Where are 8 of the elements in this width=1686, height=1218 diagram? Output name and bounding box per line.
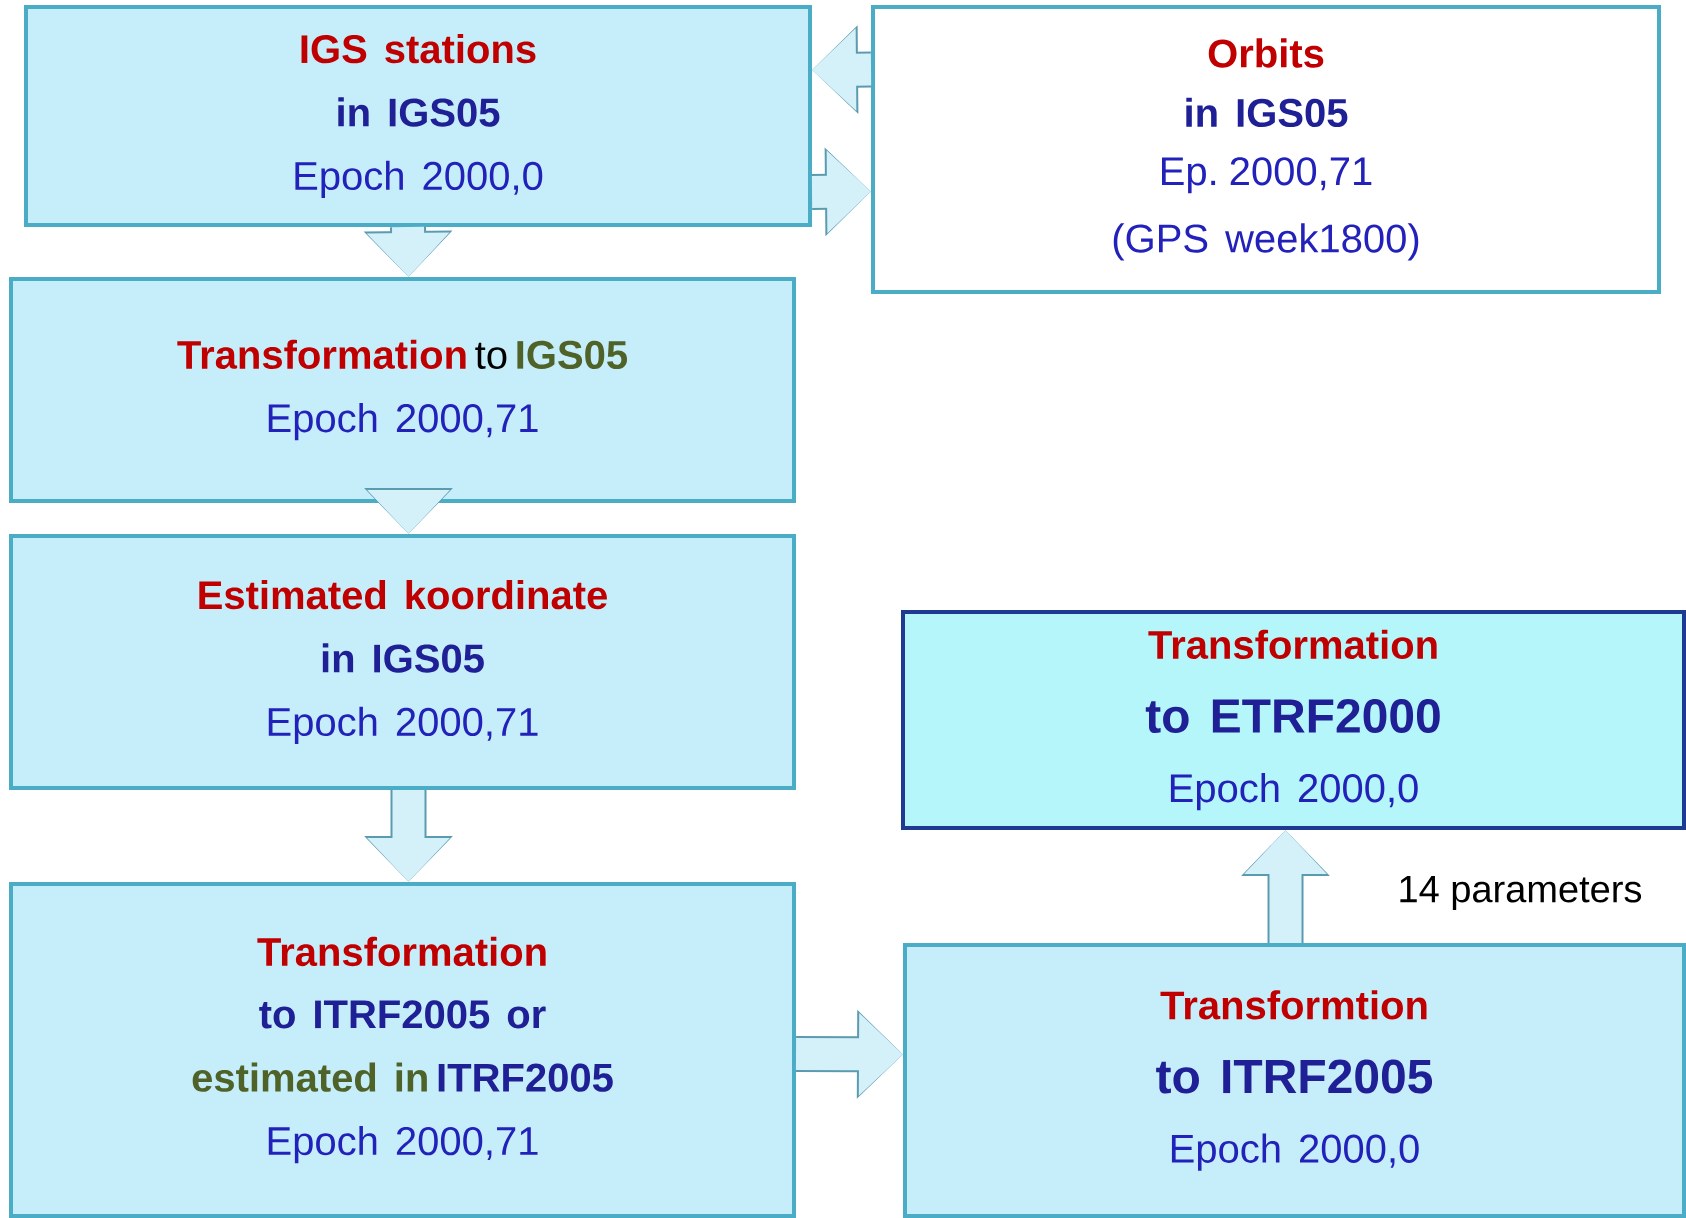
edge-label: 14 parameters — [1395, 874, 1645, 912]
process-box: Transformtion to ITRF2005 Epoch 2000,0 — [903, 943, 1686, 1218]
process-box: Transformation to ETRF2000 Epoch 2000,0 — [901, 610, 1686, 830]
process-box: Transformation to ITRF2005 or estimated in ITRF2005 Epoch 2000,71 — [9, 882, 796, 1218]
process-box: Orbits in IGS05 Ep. 2000,71 (GPS week1800) — [871, 5, 1661, 294]
process-box: IGS stations in IGS05 Epoch 2000,0 — [24, 5, 812, 227]
process-box: Estimated koordinate in IGS05 Epoch 2000,71 — [9, 534, 796, 790]
process-box: Transformation to IGS05 Epoch 2000,71 — [9, 277, 796, 503]
